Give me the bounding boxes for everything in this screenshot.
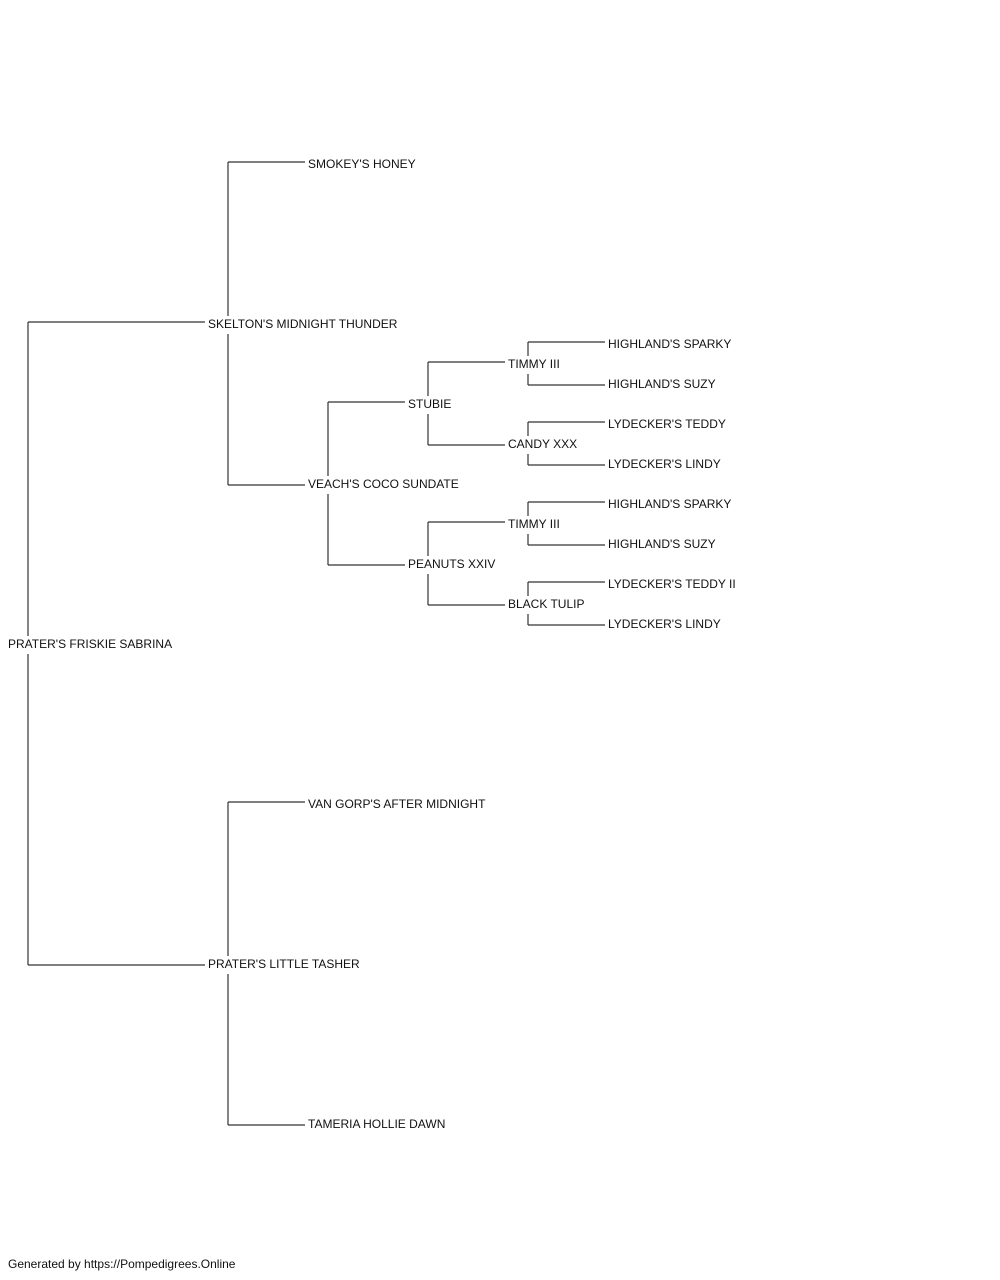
sire-dam-name: VEACH'S COCO SUNDATE bbox=[308, 477, 459, 491]
sire-dam-dam-sire-name: TIMMY III bbox=[508, 517, 560, 531]
generator-footer: Generated by https://Pompedigrees.Online bbox=[8, 1257, 236, 1271]
subject-name: PRATER'S FRISKIE SABRINA bbox=[8, 637, 173, 651]
dam-dam-name: TAMERIA HOLLIE DAWN bbox=[308, 1117, 446, 1131]
sire-dam-sire-sire-name: TIMMY III bbox=[508, 357, 560, 371]
dam-sire-name: VAN GORP'S AFTER MIDNIGHT bbox=[308, 797, 486, 811]
sire-dam-dam-dam-sire-name: LYDECKER'S TEDDY II bbox=[608, 577, 736, 591]
sire-dam-sire-dam-sire-name: LYDECKER'S TEDDY bbox=[608, 417, 726, 431]
sire-dam-dam-dam-name: BLACK TULIP bbox=[508, 597, 585, 611]
dam-name: PRATER'S LITTLE TASHER bbox=[208, 957, 360, 971]
sire-dam-sire-sire-dam-name: HIGHLAND'S SUZY bbox=[608, 377, 716, 391]
sire-name: SKELTON'S MIDNIGHT THUNDER bbox=[208, 317, 398, 331]
sire-dam-sire-name: STUBIE bbox=[408, 397, 452, 411]
sire-dam-dam-sire-sire-name: HIGHLAND'S SPARKY bbox=[608, 497, 732, 511]
sire-dam-dam-sire-dam-name: HIGHLAND'S SUZY bbox=[608, 537, 716, 551]
sire-dam-sire-sire-sire-name: HIGHLAND'S SPARKY bbox=[608, 337, 732, 351]
sire-dam-sire-dam-name: CANDY XXX bbox=[508, 437, 578, 451]
sire-dam-sire-dam-dam-name: LYDECKER'S LINDY bbox=[608, 457, 721, 471]
sire-dam-dam-dam-dam-name: LYDECKER'S LINDY bbox=[608, 617, 721, 631]
sire-dam-dam-name: PEANUTS XXIV bbox=[408, 557, 496, 571]
sire-sire-name: SMOKEY'S HONEY bbox=[308, 157, 416, 171]
